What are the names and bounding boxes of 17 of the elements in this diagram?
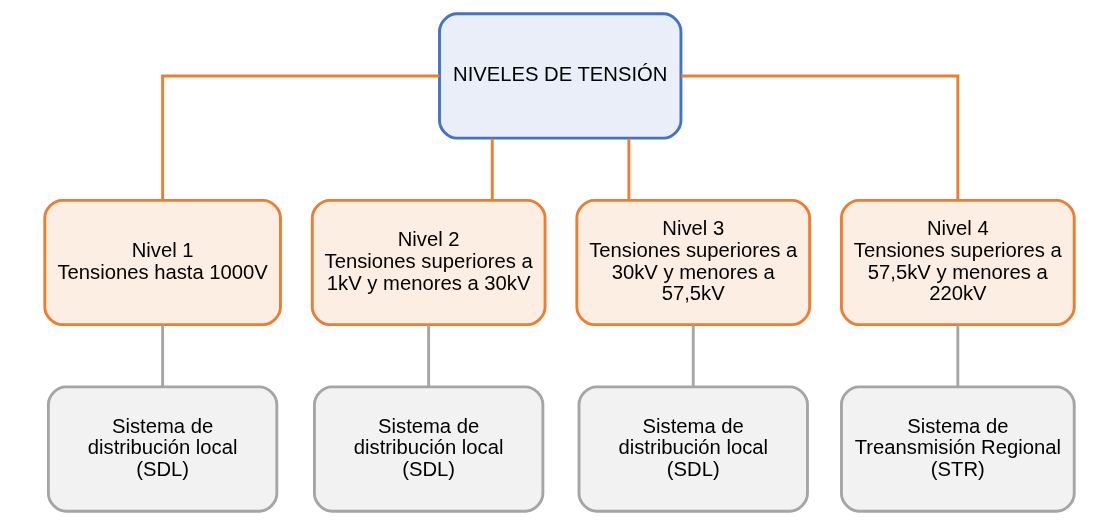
node-box: Nivel 3 Tensiones superiores a 30kV y menores a 57,5kV (574, 198, 811, 327)
node-box: Sistema de distribución local (SDL) (577, 385, 809, 513)
connector (691, 325, 695, 387)
node-box: Nivel 2 Tensiones superiores a 1kV y menores a 30kV (310, 198, 546, 327)
connector (160, 74, 439, 200)
node-box: Sistema de distribución local (SDL) (46, 385, 278, 513)
connector (626, 138, 630, 200)
connector (160, 325, 164, 387)
node-box: Nivel 1 Tensiones hasta 1000V (42, 198, 282, 327)
connector (426, 325, 430, 387)
connector (955, 325, 959, 387)
node-box: NIVELES DE TENSIÓN (437, 12, 682, 140)
node-box: Nivel 4 Tensiones superiores a 57,5kV y menores a 220kV (839, 198, 1076, 327)
node-box: Sistema de distribución local (SDL) (312, 385, 544, 513)
connector (680, 74, 959, 200)
node-box: Sistema de Treansmisión Regional (STR) (839, 385, 1076, 513)
connector (490, 138, 494, 200)
